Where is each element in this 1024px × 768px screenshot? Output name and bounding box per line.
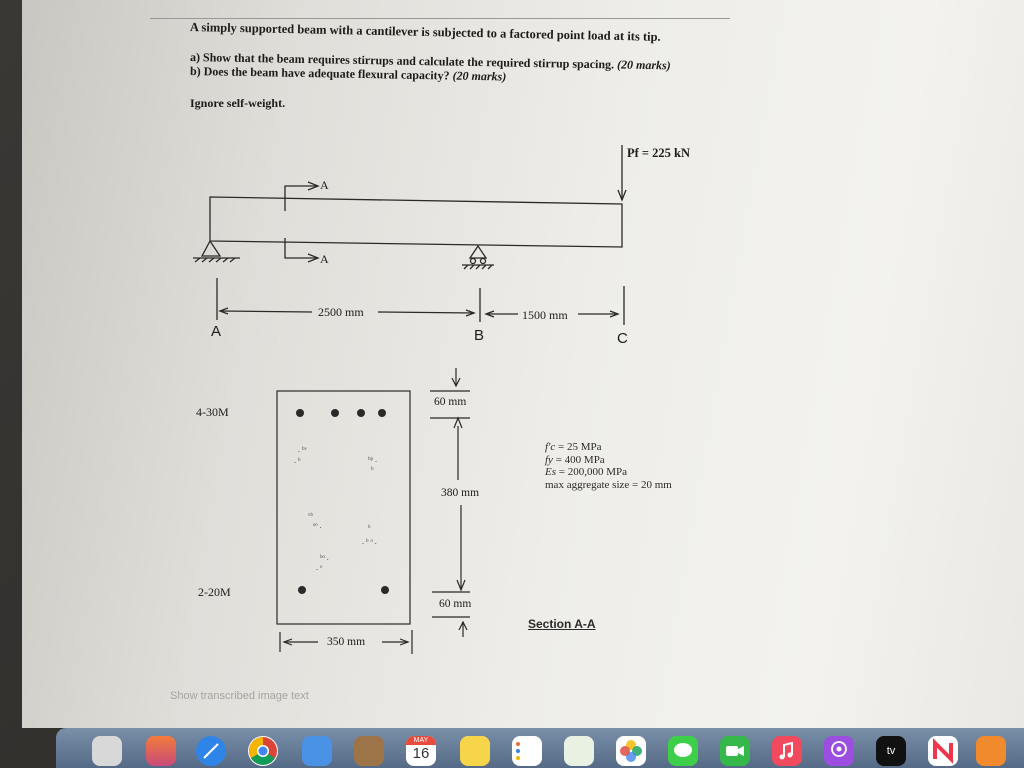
svg-text:ᵛᵇ: ᵛᵇ bbox=[307, 511, 313, 520]
top-bar-3 bbox=[357, 409, 365, 417]
tv-label: tv bbox=[886, 745, 896, 757]
svg-text:ᵇ: ᵇ bbox=[371, 465, 374, 474]
prop-fy: fy = 400 MPa bbox=[545, 453, 605, 466]
reminders-icon[interactable] bbox=[512, 736, 542, 766]
mail-icon[interactable] bbox=[302, 736, 332, 766]
bottom-cover-arrow-head bbox=[458, 620, 468, 631]
point-c-label: C bbox=[617, 330, 628, 347]
dim-ab-line bbox=[219, 310, 475, 314]
section-outline bbox=[276, 390, 411, 625]
compass-icon bbox=[203, 743, 219, 759]
width-label: 350 mm bbox=[327, 636, 366, 648]
bottom-bars-label: 2-20M bbox=[198, 585, 231, 599]
section-cut-bottom bbox=[284, 238, 318, 259]
dim-bc-arrow-right bbox=[609, 310, 620, 318]
prop-fc: f'c = 25 MPa bbox=[545, 441, 602, 453]
flower-icon bbox=[620, 740, 642, 762]
speech-bubble-icon bbox=[674, 743, 692, 757]
page-top-rule bbox=[150, 18, 730, 19]
load-label: Pf = 225 kN bbox=[627, 146, 691, 160]
bottom-cover-label: 60 mm bbox=[439, 598, 472, 610]
finder-icon[interactable] bbox=[92, 736, 122, 766]
dock: MAY 16 tv bbox=[56, 728, 1024, 768]
maps-icon[interactable] bbox=[564, 736, 594, 766]
top-bar-4 bbox=[378, 409, 386, 417]
top-cover-label: 60 mm bbox=[434, 396, 467, 408]
show-transcribed-link[interactable]: Show transcribed image text bbox=[170, 690, 309, 702]
width-arrow-right bbox=[399, 638, 410, 646]
top-bar-2 bbox=[331, 409, 339, 417]
span-bc-label: 1500 mm bbox=[522, 308, 568, 322]
support-a-pin bbox=[200, 239, 222, 257]
width-arrow-left bbox=[282, 638, 293, 646]
safari-icon[interactable] bbox=[196, 736, 226, 766]
support-a-hatch bbox=[194, 257, 236, 263]
podcast-icon bbox=[831, 741, 847, 757]
music-note-icon bbox=[779, 741, 793, 760]
support-b-hatch bbox=[463, 264, 493, 270]
contacts-icon[interactable] bbox=[354, 736, 384, 766]
music-icon[interactable] bbox=[772, 736, 802, 766]
aggregate-speckles: . ᵇᵛ . ᵇ ᵇᵖ . ᵇ ᵛᵇ ᵒᵒ . ᵇ . ᵇ ᵒ . ᵇᵒ . .… bbox=[294, 445, 377, 572]
material-properties: f'c = 25 MPa fy = 400 MPa Es = 200,000 M… bbox=[545, 441, 672, 491]
load-arrow-head bbox=[617, 189, 627, 202]
notes-icon[interactable] bbox=[460, 736, 490, 766]
chrome-logo-icon bbox=[249, 737, 277, 765]
svg-text:ᵒᵒ .: ᵒᵒ . bbox=[313, 521, 322, 530]
podcasts-icon[interactable] bbox=[824, 736, 854, 766]
section-title: Section A-A bbox=[528, 617, 596, 631]
messages-icon[interactable] bbox=[668, 736, 698, 766]
bottom-bar-2 bbox=[381, 586, 389, 594]
dim-ab-arrow-right bbox=[465, 309, 476, 317]
news-n-icon bbox=[933, 738, 953, 764]
apple-tv-icon[interactable]: tv bbox=[876, 736, 906, 766]
facetime-icon[interactable] bbox=[720, 736, 750, 766]
calendar-icon[interactable]: MAY 16 bbox=[406, 736, 436, 766]
dim-ab-arrow-left bbox=[218, 307, 229, 315]
dim-bc-arrow-left bbox=[484, 310, 495, 318]
span-ab-label: 2500 mm bbox=[318, 305, 364, 319]
section-cut-bottom-arrow bbox=[307, 253, 320, 263]
depth-arrow-up bbox=[453, 416, 463, 429]
bottom-bar-1 bbox=[298, 586, 306, 594]
support-b-wheel-1 bbox=[469, 257, 477, 265]
section-cut-label-top: A bbox=[320, 178, 329, 192]
calendar-month: MAY bbox=[406, 736, 436, 745]
launchpad-icon[interactable] bbox=[146, 736, 176, 766]
calendar-day: 16 bbox=[412, 745, 430, 762]
news-icon[interactable] bbox=[928, 736, 958, 766]
svg-text:. ᵇ ᵒ .: . ᵇ ᵒ . bbox=[362, 537, 377, 546]
svg-text:. ᵒ: . ᵒ bbox=[316, 563, 323, 572]
svg-text:. ᵇ: . ᵇ bbox=[294, 456, 301, 465]
section-cut-top-arrow bbox=[307, 181, 320, 191]
beam-outline bbox=[209, 196, 623, 248]
list-icon bbox=[516, 742, 520, 760]
svg-text:ᵇᵒ .: ᵇᵒ . bbox=[320, 553, 329, 562]
prop-aggregate: max aggregate size = 20 mm bbox=[545, 478, 672, 491]
svg-text:ᵇ: ᵇ bbox=[368, 523, 371, 532]
top-bars-label: 4-30M bbox=[196, 405, 229, 419]
books-icon[interactable] bbox=[976, 736, 1006, 766]
depth-label: 380 mm bbox=[441, 487, 480, 499]
support-b-wheel-2 bbox=[479, 257, 487, 265]
point-b-label: B bbox=[474, 327, 485, 344]
video-camera-icon bbox=[726, 746, 744, 756]
prop-es: Es = 200,000 MPa bbox=[545, 466, 627, 478]
section-cut-top bbox=[284, 185, 318, 211]
top-bar-1 bbox=[296, 409, 304, 417]
section-cut-label-bottom: A bbox=[320, 252, 329, 266]
problem-note: Ignore self-weight. bbox=[190, 96, 286, 110]
photos-icon[interactable] bbox=[616, 736, 646, 766]
svg-text:ᵇᵖ .: ᵇᵖ . bbox=[368, 455, 377, 464]
depth-arrow-down bbox=[456, 579, 466, 592]
svg-text:. ᵇᵛ: . ᵇᵛ bbox=[298, 445, 307, 454]
document-page bbox=[22, 0, 1024, 728]
support-b-roller bbox=[468, 244, 488, 259]
chrome-icon[interactable] bbox=[248, 736, 278, 766]
top-cover-arrow-head bbox=[451, 377, 461, 388]
point-a-label: A bbox=[211, 323, 222, 340]
